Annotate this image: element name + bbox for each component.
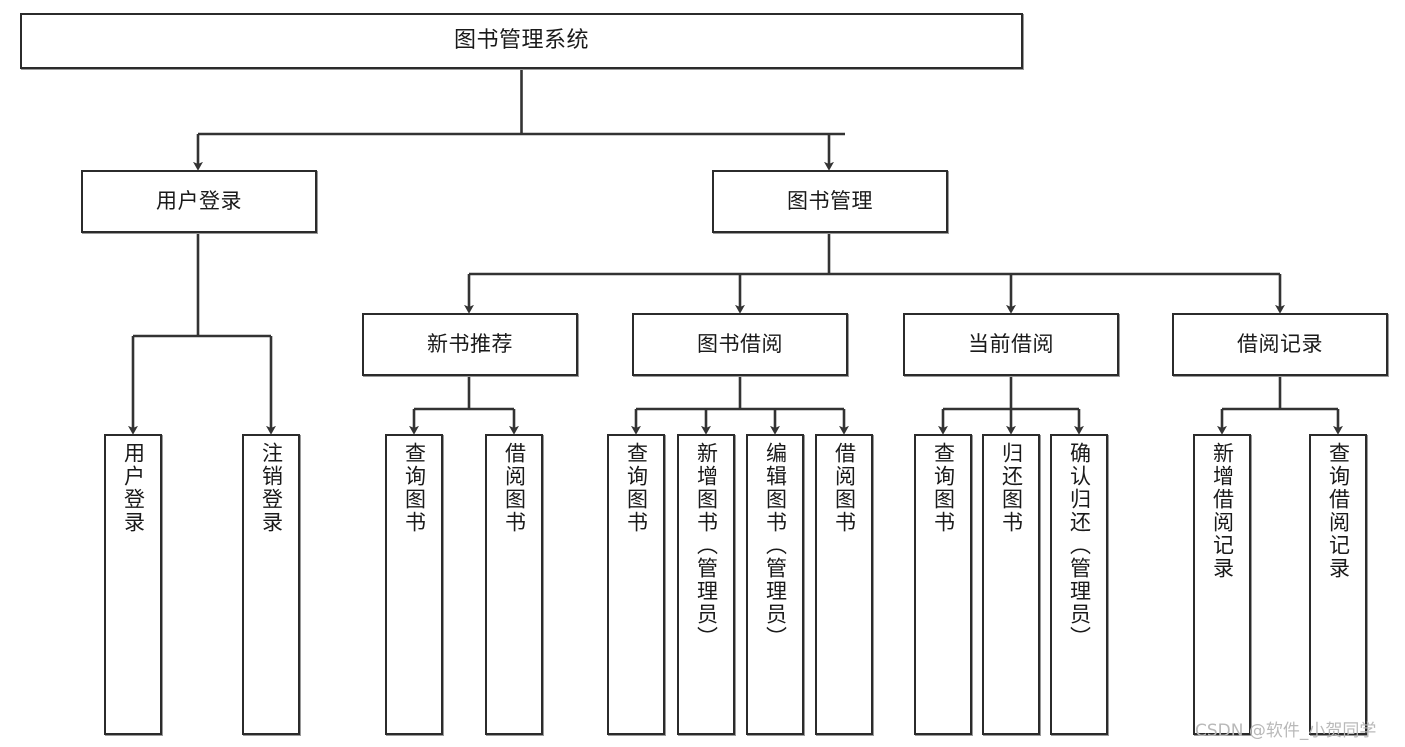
node-label: 图书借阅 bbox=[697, 332, 783, 356]
node-label: 借阅图书 bbox=[832, 442, 857, 534]
node-label: 归还图书 bbox=[999, 442, 1024, 534]
node-label: 新书推荐 bbox=[427, 332, 513, 356]
leaf-logout[interactable]: 注销登录 bbox=[242, 434, 300, 735]
node-borrow-record[interactable]: 借阅记录 bbox=[1172, 313, 1388, 376]
node-label: 查询借阅记录 bbox=[1326, 442, 1351, 580]
node-label: 图书管理 bbox=[787, 189, 873, 213]
node-label: 借阅记录 bbox=[1237, 332, 1323, 356]
node-new-book-recommend[interactable]: 新书推荐 bbox=[362, 313, 578, 376]
leaf-edit-book-admin[interactable]: 编辑图书（管理员） bbox=[746, 434, 804, 735]
node-root-book-management-system[interactable]: 图书管理系统 bbox=[20, 13, 1023, 69]
node-label: 查询图书 bbox=[402, 442, 427, 534]
node-label: 新增借阅记录 bbox=[1210, 442, 1235, 580]
node-user-login[interactable]: 用户登录 bbox=[81, 170, 317, 233]
node-label: 编辑图书（管理员） bbox=[763, 442, 788, 649]
node-label: 查询图书 bbox=[624, 442, 649, 534]
watermark-text: CSDN @软件_小贺同学 bbox=[1195, 721, 1377, 741]
leaf-return-book[interactable]: 归还图书 bbox=[982, 434, 1040, 735]
node-book-borrow[interactable]: 图书借阅 bbox=[632, 313, 848, 376]
leaf-confirm-return-admin[interactable]: 确认归还（管理员） bbox=[1050, 434, 1108, 735]
node-label: 注销登录 bbox=[259, 442, 284, 534]
leaf-query-book-current[interactable]: 查询图书 bbox=[914, 434, 972, 735]
node-label: 用户登录 bbox=[121, 442, 146, 534]
leaf-query-book-recommend[interactable]: 查询图书 bbox=[385, 434, 443, 735]
leaf-query-book-borrow[interactable]: 查询图书 bbox=[607, 434, 665, 735]
leaf-query-borrow-record[interactable]: 查询借阅记录 bbox=[1309, 434, 1367, 735]
node-label: 当前借阅 bbox=[968, 332, 1054, 356]
node-label: 确认归还（管理员） bbox=[1067, 442, 1092, 649]
leaf-add-borrow-record[interactable]: 新增借阅记录 bbox=[1193, 434, 1251, 735]
node-label: 新增图书（管理员） bbox=[694, 442, 719, 649]
node-label: 图书管理系统 bbox=[453, 28, 589, 53]
leaf-borrow-book-recommend[interactable]: 借阅图书 bbox=[485, 434, 543, 735]
leaf-user-login[interactable]: 用户登录 bbox=[104, 434, 162, 735]
node-label: 借阅图书 bbox=[502, 442, 527, 534]
node-book-management[interactable]: 图书管理 bbox=[712, 170, 948, 233]
node-label: 查询图书 bbox=[931, 442, 956, 534]
node-label: 用户登录 bbox=[156, 189, 242, 213]
leaf-borrow-book[interactable]: 借阅图书 bbox=[815, 434, 873, 735]
leaf-add-book-admin[interactable]: 新增图书（管理员） bbox=[677, 434, 735, 735]
node-current-borrow[interactable]: 当前借阅 bbox=[903, 313, 1119, 376]
